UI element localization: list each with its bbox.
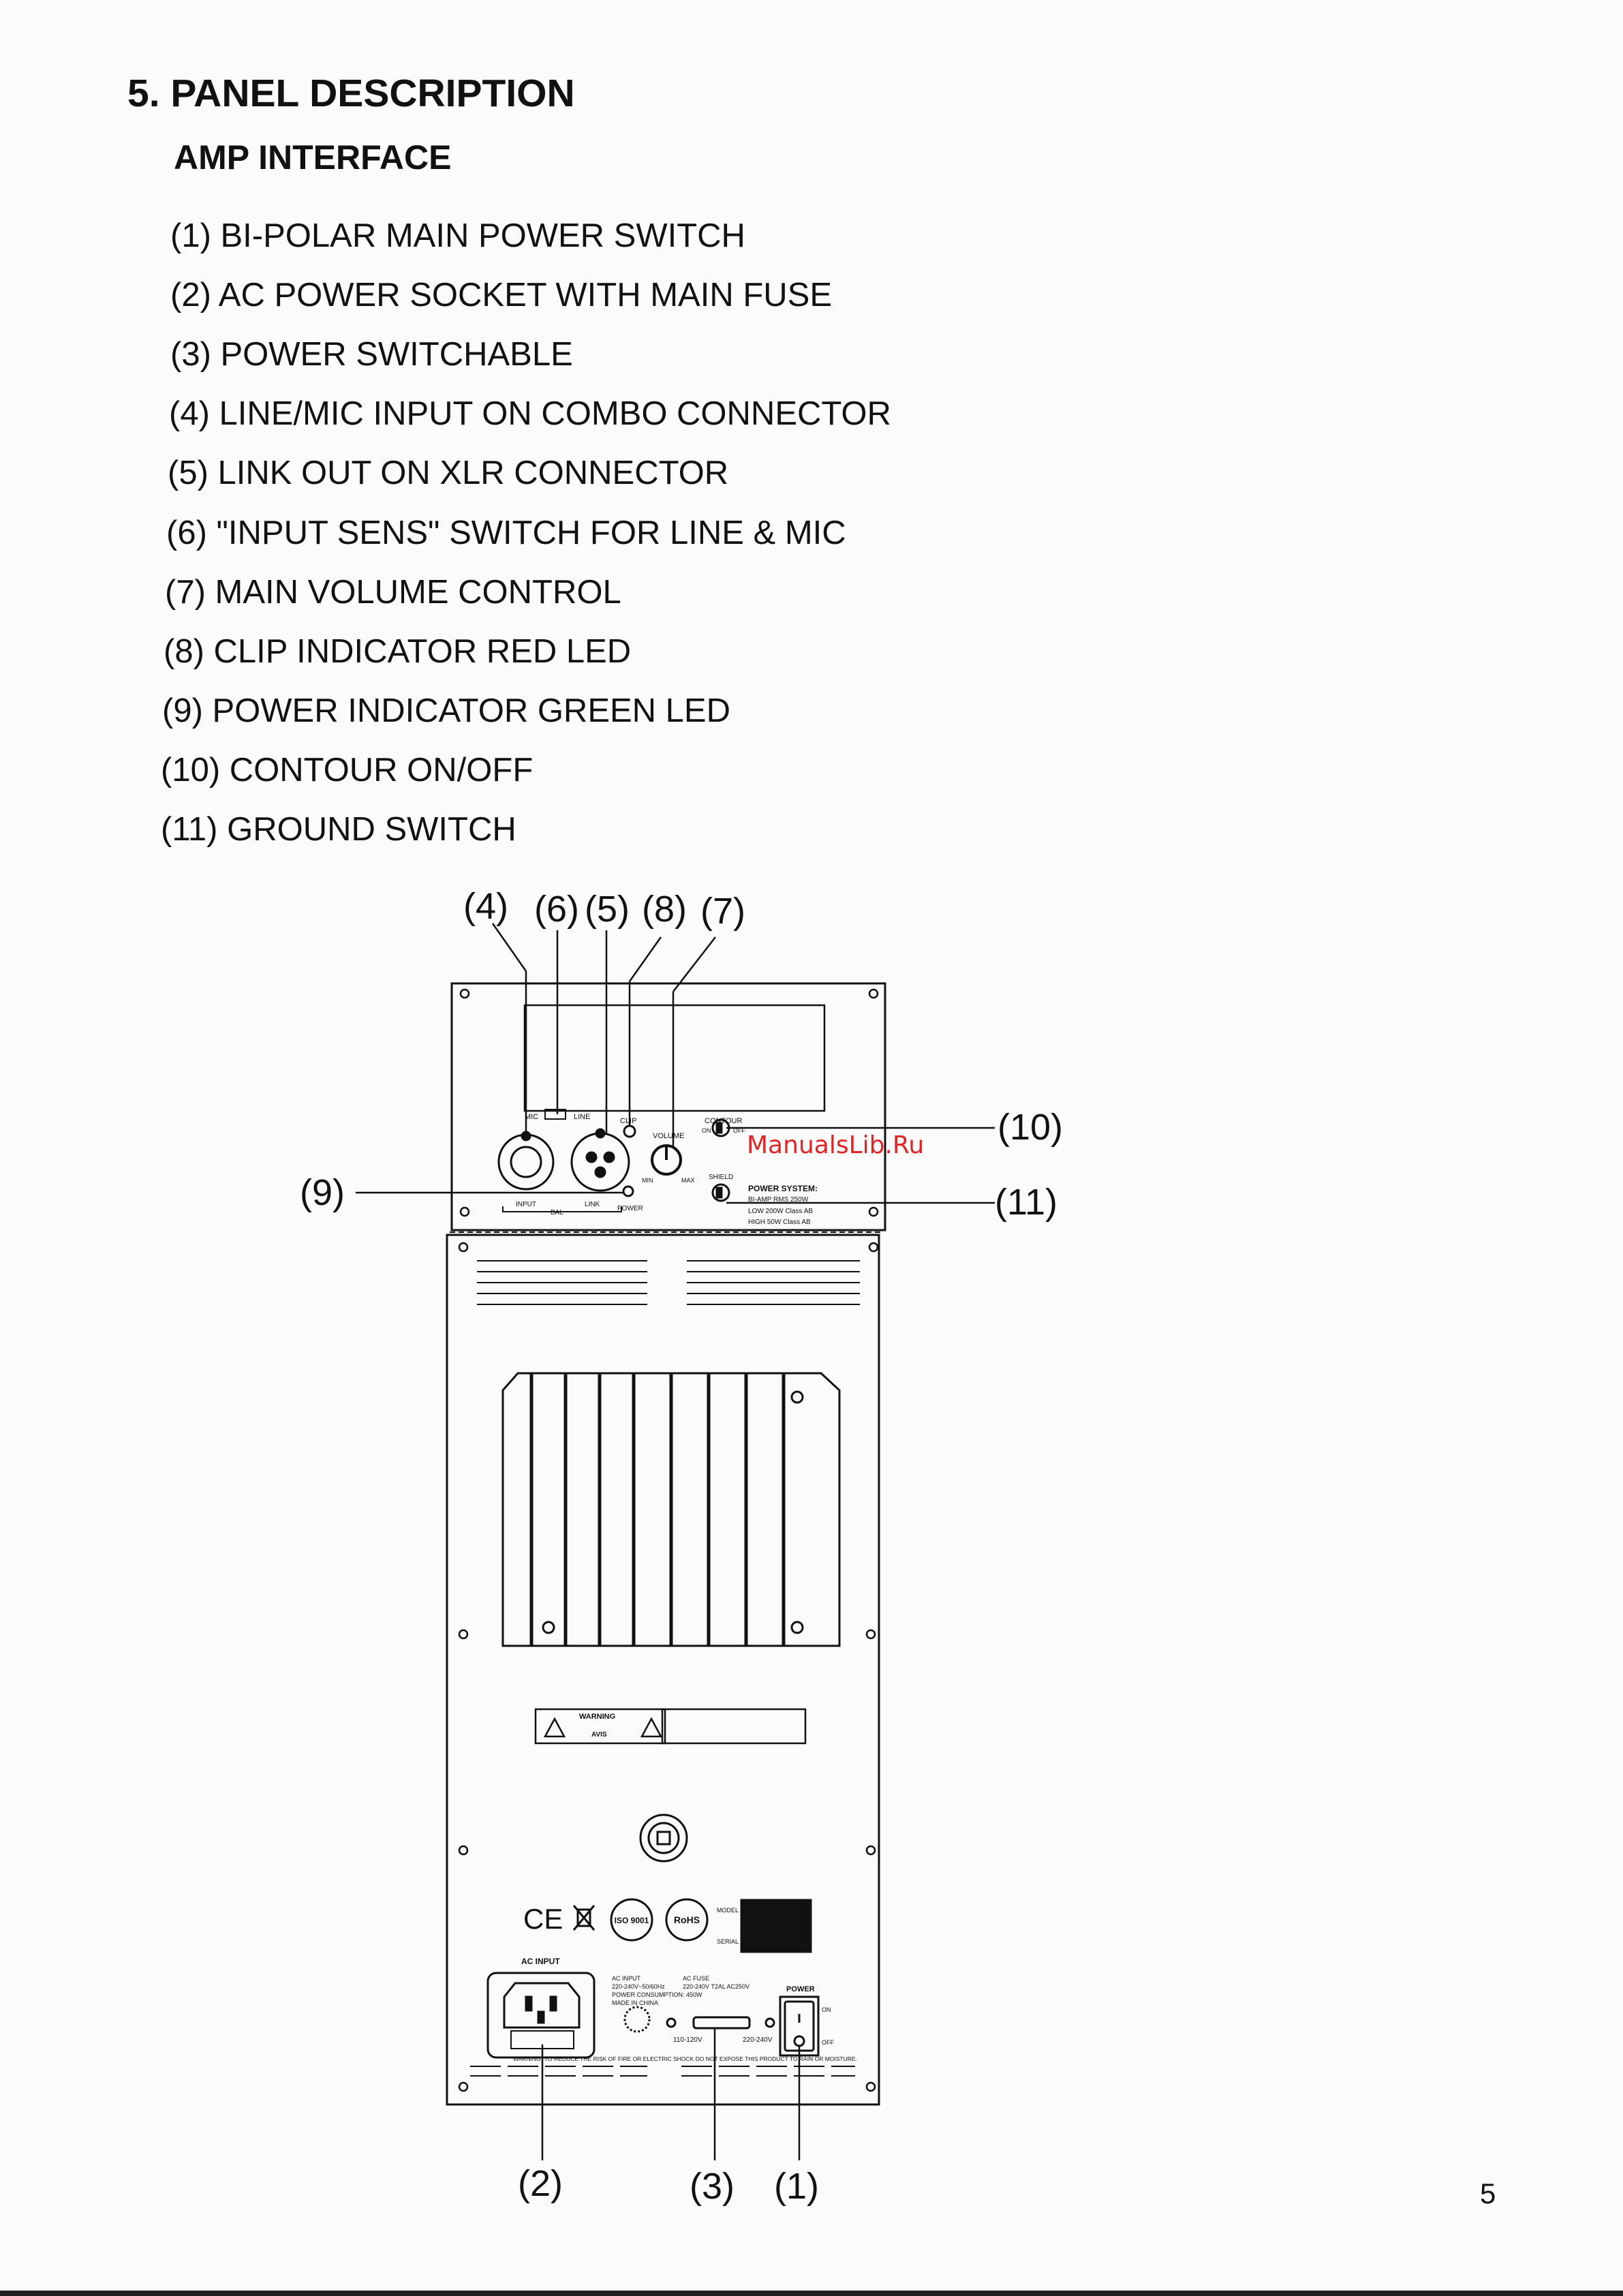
leader-lines bbox=[356, 923, 995, 2160]
callout-1: (1) bbox=[774, 2166, 819, 2207]
callout-10: (10) bbox=[998, 1107, 1063, 1148]
callout-9: (9) bbox=[300, 1172, 345, 1213]
mic-label: MIC bbox=[525, 1113, 538, 1121]
voltage-selector bbox=[666, 2016, 775, 2030]
list-item: (11) GROUND SWITCH bbox=[161, 811, 516, 848]
vent-grille-left bbox=[477, 1260, 647, 1305]
scan-edge bbox=[0, 2291, 1623, 2296]
callout-4: (4) bbox=[463, 886, 508, 927]
clip-label: CLIP bbox=[620, 1117, 636, 1125]
heatsink bbox=[501, 1372, 841, 1647]
callout-11: (11) bbox=[995, 1182, 1057, 1223]
contour-off-label: OFF bbox=[733, 1127, 745, 1134]
watermark: ManualsLib.Ru bbox=[747, 1131, 925, 1159]
fcc-label bbox=[661, 1708, 807, 1745]
bottom-warning: "WARNING" TO REDUCE THE RISK OF FIRE OR … bbox=[511, 2055, 857, 2062]
ce-mark: CE bbox=[523, 1903, 563, 1935]
fuse-holder bbox=[623, 2006, 651, 2033]
clip-led bbox=[623, 1124, 636, 1138]
xlr-link-connector bbox=[570, 1128, 630, 1192]
bi-amp-label: BI-AMP RMS 250W bbox=[748, 1196, 809, 1204]
v220-label: 220-240V bbox=[743, 2036, 773, 2044]
bottom-vents bbox=[470, 2066, 855, 2077]
section-title: AMP INTERFACE bbox=[174, 138, 452, 177]
weee-icon bbox=[572, 1905, 596, 1931]
power-system-label: POWER SYSTEM: bbox=[748, 1184, 818, 1193]
vent-grille-right bbox=[687, 1260, 860, 1305]
mounting-screws bbox=[458, 988, 879, 2092]
callout-5: (5) bbox=[585, 889, 630, 930]
ac-input-value: 220-240V~50/60Hz bbox=[612, 1983, 665, 1990]
power-led bbox=[622, 1185, 634, 1197]
made-in: MADE IN CHINA bbox=[612, 2000, 658, 2006]
low-label: LOW 200W Class AB bbox=[748, 1208, 813, 1215]
max-label: MAX bbox=[681, 1177, 695, 1184]
ac-fuse-label: AC FUSE bbox=[683, 1975, 709, 1982]
list-item: (1) BI-POLAR MAIN POWER SWITCH bbox=[170, 217, 745, 254]
list-item: (3) POWER SWITCHABLE bbox=[170, 336, 573, 373]
ac-input-title: AC INPUT bbox=[521, 1957, 560, 1966]
avis-text: AVIS bbox=[591, 1731, 607, 1739]
callout-6: (6) bbox=[534, 889, 579, 930]
high-label: HIGH 50W Class AB bbox=[748, 1219, 811, 1226]
contour-on-label: ON bbox=[702, 1127, 711, 1134]
iso-logo bbox=[610, 1898, 653, 1942]
back-panel bbox=[446, 1234, 880, 2106]
page-number: 5 bbox=[1480, 2177, 1496, 2209]
rohs-logo bbox=[665, 1898, 709, 1942]
v110-label: 110-120V bbox=[673, 2036, 702, 2044]
shield-label: SHIELD bbox=[709, 1174, 733, 1181]
callout-8: (8) bbox=[642, 889, 687, 930]
ac-input-spec: AC INPUT bbox=[612, 1975, 641, 1982]
list-item: (4) LINE/MIC INPUT ON COMBO CONNECTOR bbox=[169, 395, 891, 432]
power-led-label: POWER bbox=[617, 1205, 643, 1212]
callout-7: (7) bbox=[700, 891, 745, 932]
power-switch-label: POWER bbox=[786, 1985, 815, 1993]
volume-knob bbox=[651, 1144, 682, 1176]
warning-label bbox=[534, 1708, 666, 1745]
line-label: LINE bbox=[574, 1113, 590, 1121]
switch-off-label: OFF bbox=[822, 2039, 834, 2046]
volume-label: VOLUME bbox=[653, 1132, 684, 1140]
link-label: LINK bbox=[585, 1201, 600, 1208]
input-sens-switch bbox=[544, 1109, 566, 1120]
serial-label: SERIAL bbox=[717, 1938, 739, 1945]
list-item: (9) POWER INDICATOR GREEN LED bbox=[162, 692, 731, 729]
ac-fuse-value: 220-240V T2AL AC250V bbox=[683, 1983, 749, 1990]
min-label: MIN bbox=[642, 1177, 653, 1184]
pcb-window bbox=[523, 1004, 826, 1112]
serial-plate bbox=[740, 1899, 812, 1953]
model-label: MODEL bbox=[717, 1907, 739, 1914]
list-item: (6) "INPUT SENS" SWITCH FOR LINE & MIC bbox=[166, 515, 846, 551]
pole-mount-cap bbox=[639, 1813, 688, 1863]
callout-2: (2) bbox=[518, 2163, 563, 2204]
ground-switch bbox=[711, 1183, 730, 1202]
list-item: (7) MAIN VOLUME CONTROL bbox=[165, 574, 621, 611]
warning-text: WARNING bbox=[579, 1713, 615, 1721]
list-item: (10) CONTOUR ON/OFF bbox=[161, 752, 534, 789]
ac-power-socket bbox=[486, 1972, 596, 2059]
input-label: INPUT bbox=[516, 1201, 536, 1208]
power-consumption: POWER CONSUMPTION: 450W bbox=[612, 1991, 702, 1998]
contour-label: CONTOUR bbox=[705, 1117, 742, 1125]
amp-control-plate bbox=[450, 982, 886, 1231]
rohs-text: RoHS bbox=[674, 1914, 700, 1925]
switch-on-label: ON bbox=[822, 2006, 831, 2013]
list-item: (5) LINK OUT ON XLR CONNECTOR bbox=[168, 455, 729, 491]
page-title: 5. PANEL DESCRIPTION bbox=[127, 72, 575, 115]
combo-input-connector bbox=[497, 1131, 555, 1191]
iso-text: ISO 9001 bbox=[615, 1916, 649, 1925]
callout-3: (3) bbox=[690, 2166, 735, 2207]
list-item: (8) CLIP INDICATOR RED LED bbox=[164, 633, 632, 670]
list-item: (2) AC POWER SOCKET WITH MAIN FUSE bbox=[170, 277, 833, 313]
bal-label: BAL bbox=[551, 1209, 563, 1216]
